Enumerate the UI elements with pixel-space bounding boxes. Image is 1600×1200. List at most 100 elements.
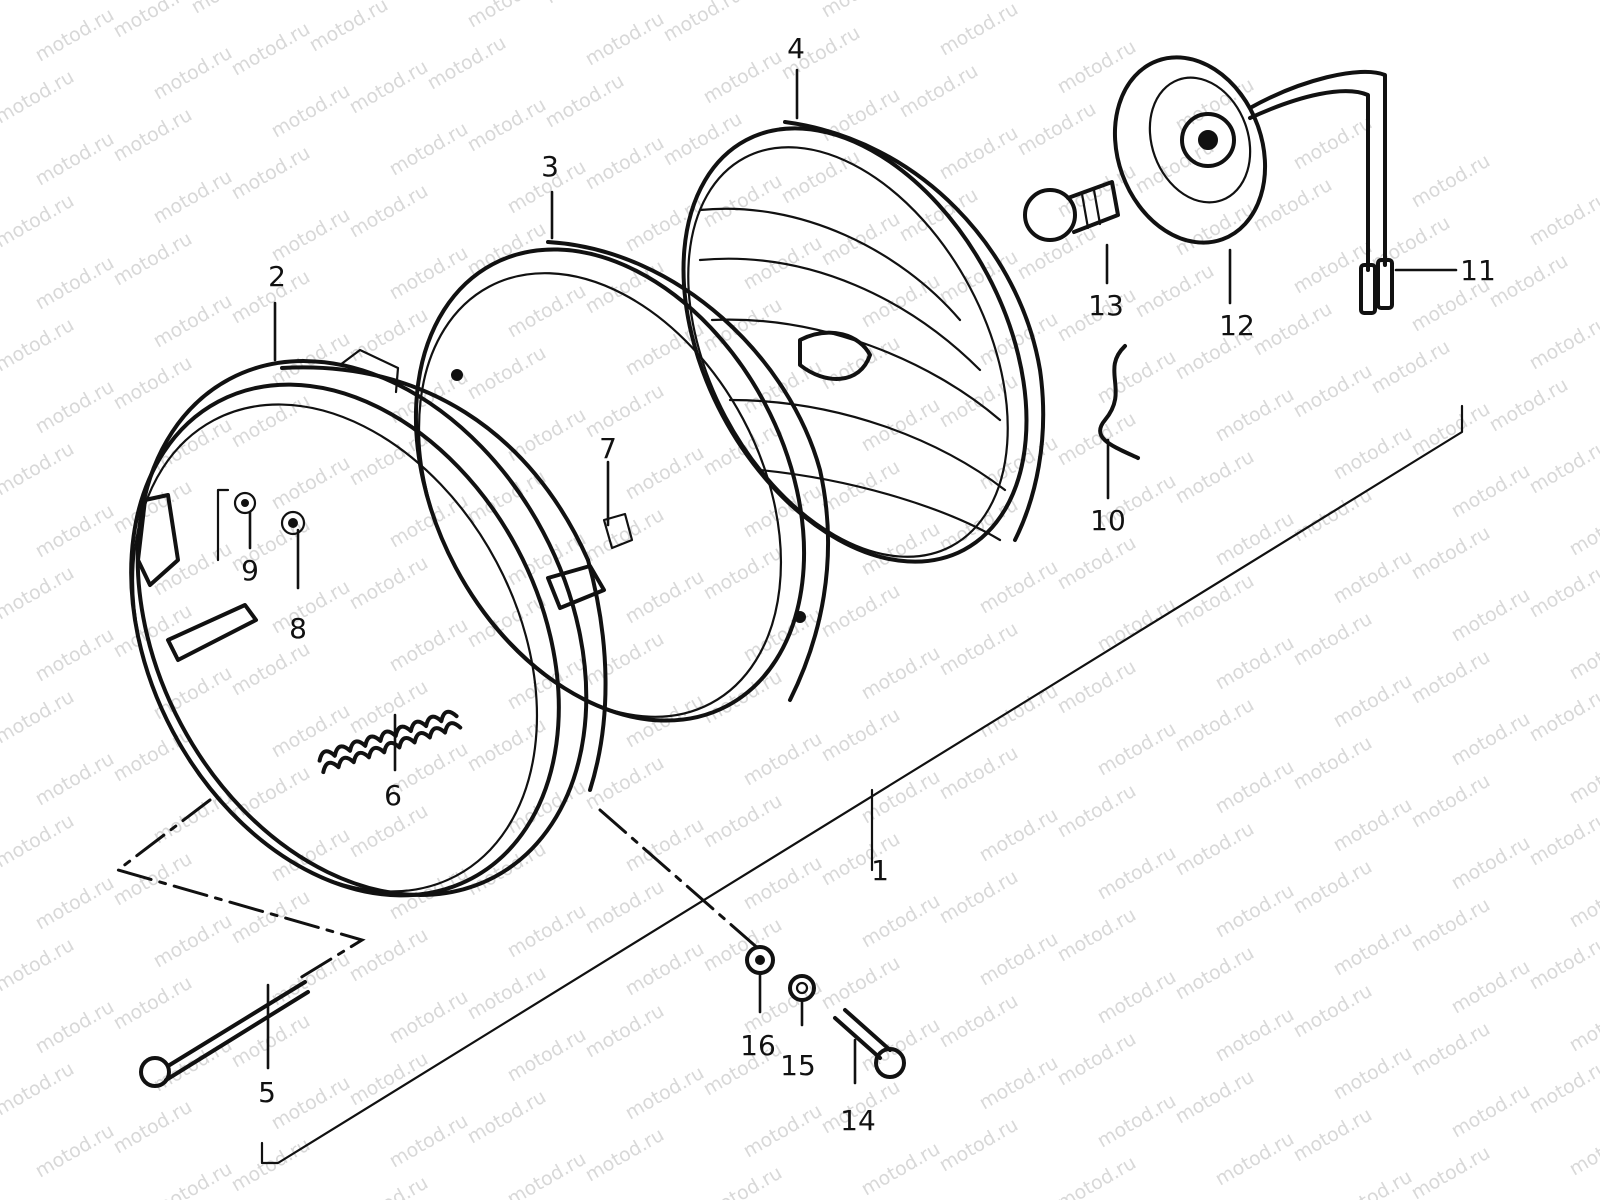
watermark-text: motod.ru xyxy=(504,900,590,963)
watermark-text: motod.ru xyxy=(1408,1018,1494,1081)
watermark-text: motod.ru xyxy=(936,0,1022,60)
watermark-text: motod.ru xyxy=(1448,956,1534,1019)
watermark-text: motod.ru xyxy=(1526,436,1600,499)
watermark-text: motod.ru xyxy=(660,108,746,171)
watermark-text: motod.ru xyxy=(1408,150,1494,213)
watermark-text: motod.ru xyxy=(228,1134,314,1197)
watermark-text: motod.ru xyxy=(1330,670,1416,733)
watermark-text: motod.ru xyxy=(504,1148,590,1200)
watermark-text: motod.ru xyxy=(32,376,118,439)
watermark-text: motod.ru xyxy=(150,290,236,353)
watermark-text: motod.ru xyxy=(1290,1104,1376,1167)
watermark-text: motod.ru xyxy=(464,342,550,405)
callout-labels: 1 2 3 4 5 6 7 8 9 10 11 12 13 14 15 16 xyxy=(241,32,1496,1137)
spring-clip xyxy=(1098,344,1140,460)
watermark-text: motod.ru xyxy=(464,1086,550,1149)
watermark-text: motod.ru xyxy=(936,990,1022,1053)
watermark-text: motod.ru xyxy=(110,972,196,1035)
watermark-text: motod.ru xyxy=(228,762,314,825)
watermark-text: motod.ru xyxy=(150,910,236,973)
watermark-text: motod.ru xyxy=(622,938,708,1001)
callout-15: 15 xyxy=(780,1049,816,1082)
watermark-text: motod.ru xyxy=(700,790,786,853)
watermark-text: motod.ru xyxy=(740,480,826,543)
watermark-text: motod.ru xyxy=(386,118,472,181)
watermark-text: motod.ru xyxy=(858,1138,944,1200)
callout-7: 7 xyxy=(599,432,617,465)
watermark-text: motod.ru xyxy=(1172,570,1258,633)
callout-16: 16 xyxy=(740,1029,776,1062)
watermark-text: motod.ru xyxy=(582,380,668,443)
watermark-text: motod.ru xyxy=(1172,1066,1258,1129)
watermark-text: motod.ru xyxy=(504,404,590,467)
watermark-text: motod.ru xyxy=(1014,98,1100,161)
watermark-text: motod.ru xyxy=(976,432,1062,495)
watermark-text: motod.ru xyxy=(700,170,786,233)
bulb-socket xyxy=(1112,55,1268,245)
watermark-text: motod.ru xyxy=(1408,646,1494,709)
watermark-text: motod.ru xyxy=(386,1110,472,1173)
watermark-text: motod.ru xyxy=(818,84,904,147)
watermark-text: motod.ru xyxy=(740,852,826,915)
watermark-text: motod.ru xyxy=(346,1048,432,1111)
watermark-text: motod.ru xyxy=(1054,532,1140,595)
watermark-text: motod.ru xyxy=(0,66,78,129)
watermark-text: motod.ru xyxy=(700,542,786,605)
watermark-text: motod.ru xyxy=(1448,460,1534,523)
watermark-text: motod.ru xyxy=(1290,980,1376,1043)
watermark-text: motod.ru xyxy=(110,228,196,291)
watermark-text: motod.ru xyxy=(1330,918,1416,981)
watermark-text: motod.ru xyxy=(32,1120,118,1183)
watermark-text: motod.ru xyxy=(1448,584,1534,647)
watermark-text: motod.ru xyxy=(1526,932,1600,995)
watermark-text: motod.ru xyxy=(1172,694,1258,757)
watermark-text: motod.ru xyxy=(1290,856,1376,919)
watermark-text: motod.ru xyxy=(1448,708,1534,771)
watermark-text: motod.ru xyxy=(306,0,392,56)
headlight-housing xyxy=(129,348,608,898)
watermark-text: motod.ru xyxy=(424,32,510,95)
watermark-text: motod.ru xyxy=(1290,732,1376,795)
callout-3: 3 xyxy=(541,150,559,183)
callout-11: 11 xyxy=(1460,254,1496,287)
watermark-text: motod.ru xyxy=(858,890,944,953)
watermark-text: motod.ru xyxy=(268,328,354,391)
watermark-text: motod.ru xyxy=(778,146,864,209)
watermark-text: motod.ru xyxy=(818,704,904,767)
watermark-text: motod.ru xyxy=(32,252,118,315)
watermark-text: motod.ru xyxy=(1526,808,1600,871)
watermark-text: motod.ru xyxy=(386,986,472,1049)
watermark-text: motod.ru xyxy=(0,810,78,873)
watermark-text: motod.ru xyxy=(542,0,628,8)
watermark-text: motod.ru xyxy=(268,80,354,143)
watermark-text: motod.ru xyxy=(0,190,78,253)
watermark-text: motod.ru xyxy=(1330,546,1416,609)
leader-lines xyxy=(248,68,1458,1085)
watermark-text: motod.ru xyxy=(1132,260,1218,323)
watermark-text: motod.ru xyxy=(1250,298,1336,361)
watermark-text: motod.ru xyxy=(1094,966,1180,1029)
callout-5: 5 xyxy=(258,1076,276,1109)
watermark-text: motod.ru xyxy=(1448,1080,1534,1143)
watermark-text: motod.ru xyxy=(976,680,1062,743)
callout-14: 14 xyxy=(840,1104,876,1137)
watermark-text: motod.ru xyxy=(1094,718,1180,781)
watermark-text: motod.ru xyxy=(1330,1042,1416,1105)
watermark-text: motod.ru xyxy=(1172,818,1258,881)
watermark-text: motod.ru xyxy=(188,0,274,18)
watermark-text: motod.ru xyxy=(660,0,746,46)
watermark-text: motod.ru xyxy=(1408,398,1494,461)
watermark-text: motod.ru xyxy=(346,1172,432,1200)
watermark-text: motod.ru xyxy=(1054,780,1140,843)
watermark-text: motod.ru xyxy=(858,394,944,457)
watermark-text: motod.ru xyxy=(268,948,354,1011)
watermark-text: motod.ru xyxy=(1054,1152,1140,1200)
watermark-text: motod.ru xyxy=(32,624,118,687)
watermark-text: motod.ru xyxy=(858,1014,944,1077)
watermark-text: motod.ru xyxy=(110,1096,196,1159)
watermark-text: motod.ru xyxy=(1212,756,1298,819)
watermark-text: motod.ru xyxy=(936,742,1022,805)
sealed-beam-unit xyxy=(681,120,1046,564)
watermark-text: motod.ru xyxy=(150,538,236,601)
watermark-text: motod.ru xyxy=(740,604,826,667)
